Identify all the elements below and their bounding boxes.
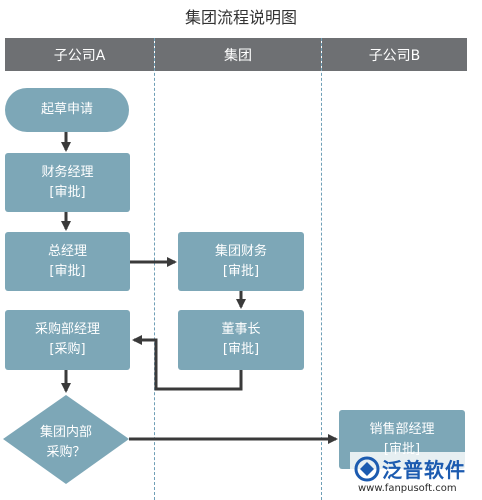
node-purchasing-manager: 采购部经理 [采购] (5, 310, 130, 370)
fanpu-logo-icon (354, 456, 380, 482)
lane-header-subsidiary-a: 子公司A (5, 38, 154, 71)
node-label: 采购部经理 (34, 322, 100, 337)
node-sublabel: [审批] (49, 184, 86, 200)
lane-separator (321, 38, 322, 500)
watermark-name: 泛普软件 (382, 458, 466, 482)
node-sublabel: [审批] (222, 263, 260, 279)
watermark-url: www.fanpusoft.com (358, 483, 457, 494)
node-finance-manager: 财务经理 [审批] (5, 153, 130, 212)
node-label: 起草申请 (40, 102, 93, 117)
node-sublabel: 采购？ (46, 445, 86, 460)
watermark: 泛普软件 www.fanpusoft.com (350, 452, 482, 498)
node-sublabel: [审批] (49, 263, 86, 279)
node-sublabel: [采购] (49, 342, 86, 357)
lane-header-subsidiary-b: 子公司B (322, 38, 467, 71)
node-label: 财务经理 (41, 164, 94, 180)
decision-label: 集团内部 采购？ (5, 421, 127, 465)
diagram-title: 集团流程说明图 (184, 8, 297, 27)
node-group-finance: 集团财务 [审批] (178, 232, 304, 291)
decision-diamond (3, 395, 129, 484)
node-general-manager: 总经理 [审批] (5, 232, 130, 291)
node-label: 总经理 (47, 243, 87, 259)
lane-separator (154, 38, 155, 500)
node-sublabel: [审批] (222, 342, 260, 357)
node-label: 集团财务 (214, 243, 267, 259)
node-chairman: 董事长 [审批] (178, 310, 304, 370)
node-label: 集团内部 (39, 425, 92, 440)
node-label: 董事长 (221, 322, 261, 337)
lane-header-group: 集团 (155, 38, 321, 71)
node-label: 销售部经理 (369, 421, 435, 437)
arrow-chairman-to-purchasing (132, 335, 243, 391)
node-start: 起草申请 (5, 88, 129, 132)
